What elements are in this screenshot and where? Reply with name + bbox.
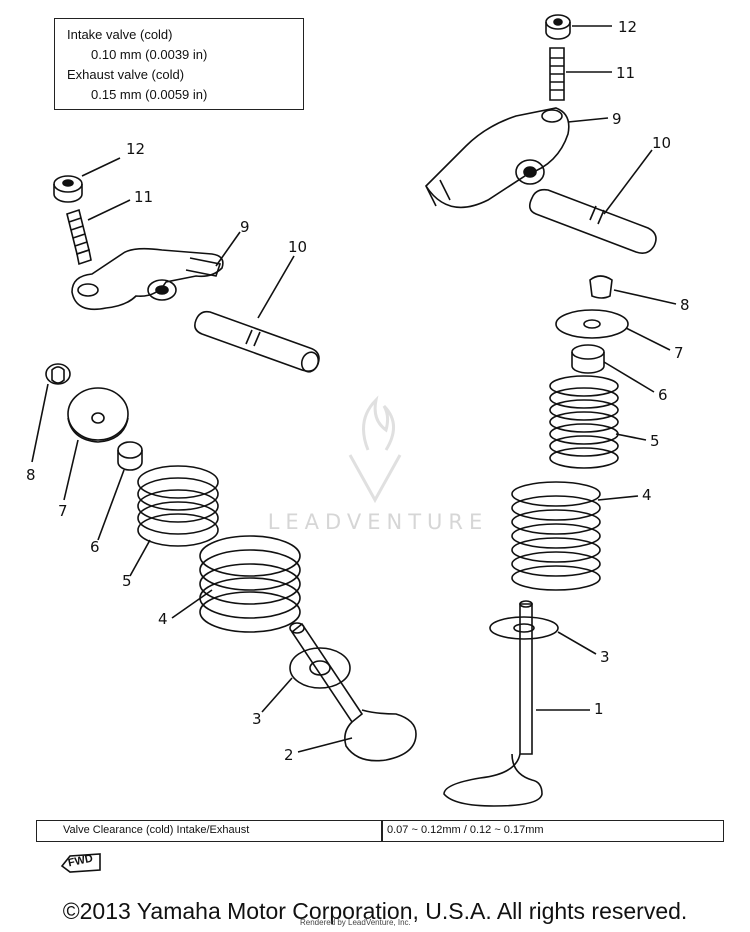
intake-valve-label: Intake valve (cold): [67, 27, 173, 42]
right-spring-seat-3: [489, 616, 559, 640]
left-rocker-shaft-10: [194, 310, 320, 373]
callout-10-right: 10: [652, 134, 671, 152]
exhaust-valve-label: Exhaust valve (cold): [67, 67, 185, 82]
right-inner-valve-spring-5: [549, 375, 619, 469]
callout-labels: 12 11 9 10 8 7 6 5 4 3 2 12 11 9 10 8 7 …: [26, 18, 690, 764]
watermark-logo: [348, 395, 402, 504]
callout-12-left: 12: [126, 140, 145, 158]
callout-9-left: 9: [240, 218, 250, 236]
right-rocker-arm-9: [424, 107, 570, 209]
callout-7-right: 7: [674, 344, 684, 362]
rendered-by-credit: Rendered by LeadVenture, Inc.: [300, 918, 411, 927]
callout-11-left: 11: [134, 188, 153, 206]
valve-clearance-spec-box: Intake valve (cold) 0.10 mm (0.0039 in) …: [54, 18, 304, 110]
watermark: LEADVENTURE: [267, 510, 489, 534]
clearance-label: Valve Clearance (cold) Intake/Exhaust: [63, 824, 250, 836]
left-outer-valve-spring-4: [199, 535, 301, 633]
callout-7-left: 7: [58, 502, 68, 520]
left-valve-cotter-8: [45, 363, 71, 385]
callout-4-left: 4: [158, 610, 168, 628]
callout-6-right: 6: [658, 386, 668, 404]
callout-9-right: 9: [612, 110, 622, 128]
left-inner-valve-spring-5: [137, 465, 219, 547]
left-adjusting-screw-11: [66, 208, 92, 266]
left-rocker-arm-9: [71, 247, 224, 311]
callout-5-left: 5: [122, 572, 132, 590]
right-rocker-shaft-10: [528, 188, 657, 254]
callout-10-left: 10: [288, 238, 307, 256]
callout-12-right: 12: [618, 18, 637, 36]
callout-1: 1: [594, 700, 604, 718]
callout-2: 2: [284, 746, 294, 764]
callout-3-right: 3: [600, 648, 610, 666]
right-valve-stem-seal-6: [571, 344, 605, 374]
right-adjusting-screw-11: [549, 47, 565, 101]
callout-5-right: 5: [650, 432, 660, 450]
exhaust-valve-value: 0.15 mm (0.0059 in): [91, 87, 208, 102]
callout-11-right: 11: [616, 64, 635, 82]
right-valve-cotter-8: [589, 275, 613, 299]
callout-8-right: 8: [680, 296, 690, 314]
callout-3-left: 3: [252, 710, 262, 728]
valve-clearance-table: Valve Clearance (cold) Intake/Exhaust 0.…: [36, 820, 724, 842]
callout-8-left: 8: [26, 466, 36, 484]
left-spring-retainer-7: [67, 387, 129, 443]
intake-valve-value: 0.10 mm (0.0039 in): [91, 47, 208, 62]
right-spring-retainer-7: [555, 309, 629, 339]
copyright-notice: ©2013 Yamaha Motor Corporation, U.S.A. A…: [62, 898, 688, 924]
forward-arrow-icon: [60, 853, 101, 873]
left-valve-stem-seal-6: [117, 441, 143, 471]
right-locknut-12: [545, 14, 571, 40]
right-exhaust-valve-1: [443, 600, 543, 807]
left-locknut-12: [53, 175, 83, 203]
left-intake-valve-2: [289, 622, 417, 762]
callout-6-left: 6: [90, 538, 100, 556]
clearance-value: 0.07 ~ 0.12mm / 0.12 ~ 0.17mm: [387, 824, 544, 836]
callout-4-right: 4: [642, 486, 652, 504]
right-outer-valve-spring-4: [511, 481, 601, 591]
clearance-divider: [381, 821, 383, 841]
